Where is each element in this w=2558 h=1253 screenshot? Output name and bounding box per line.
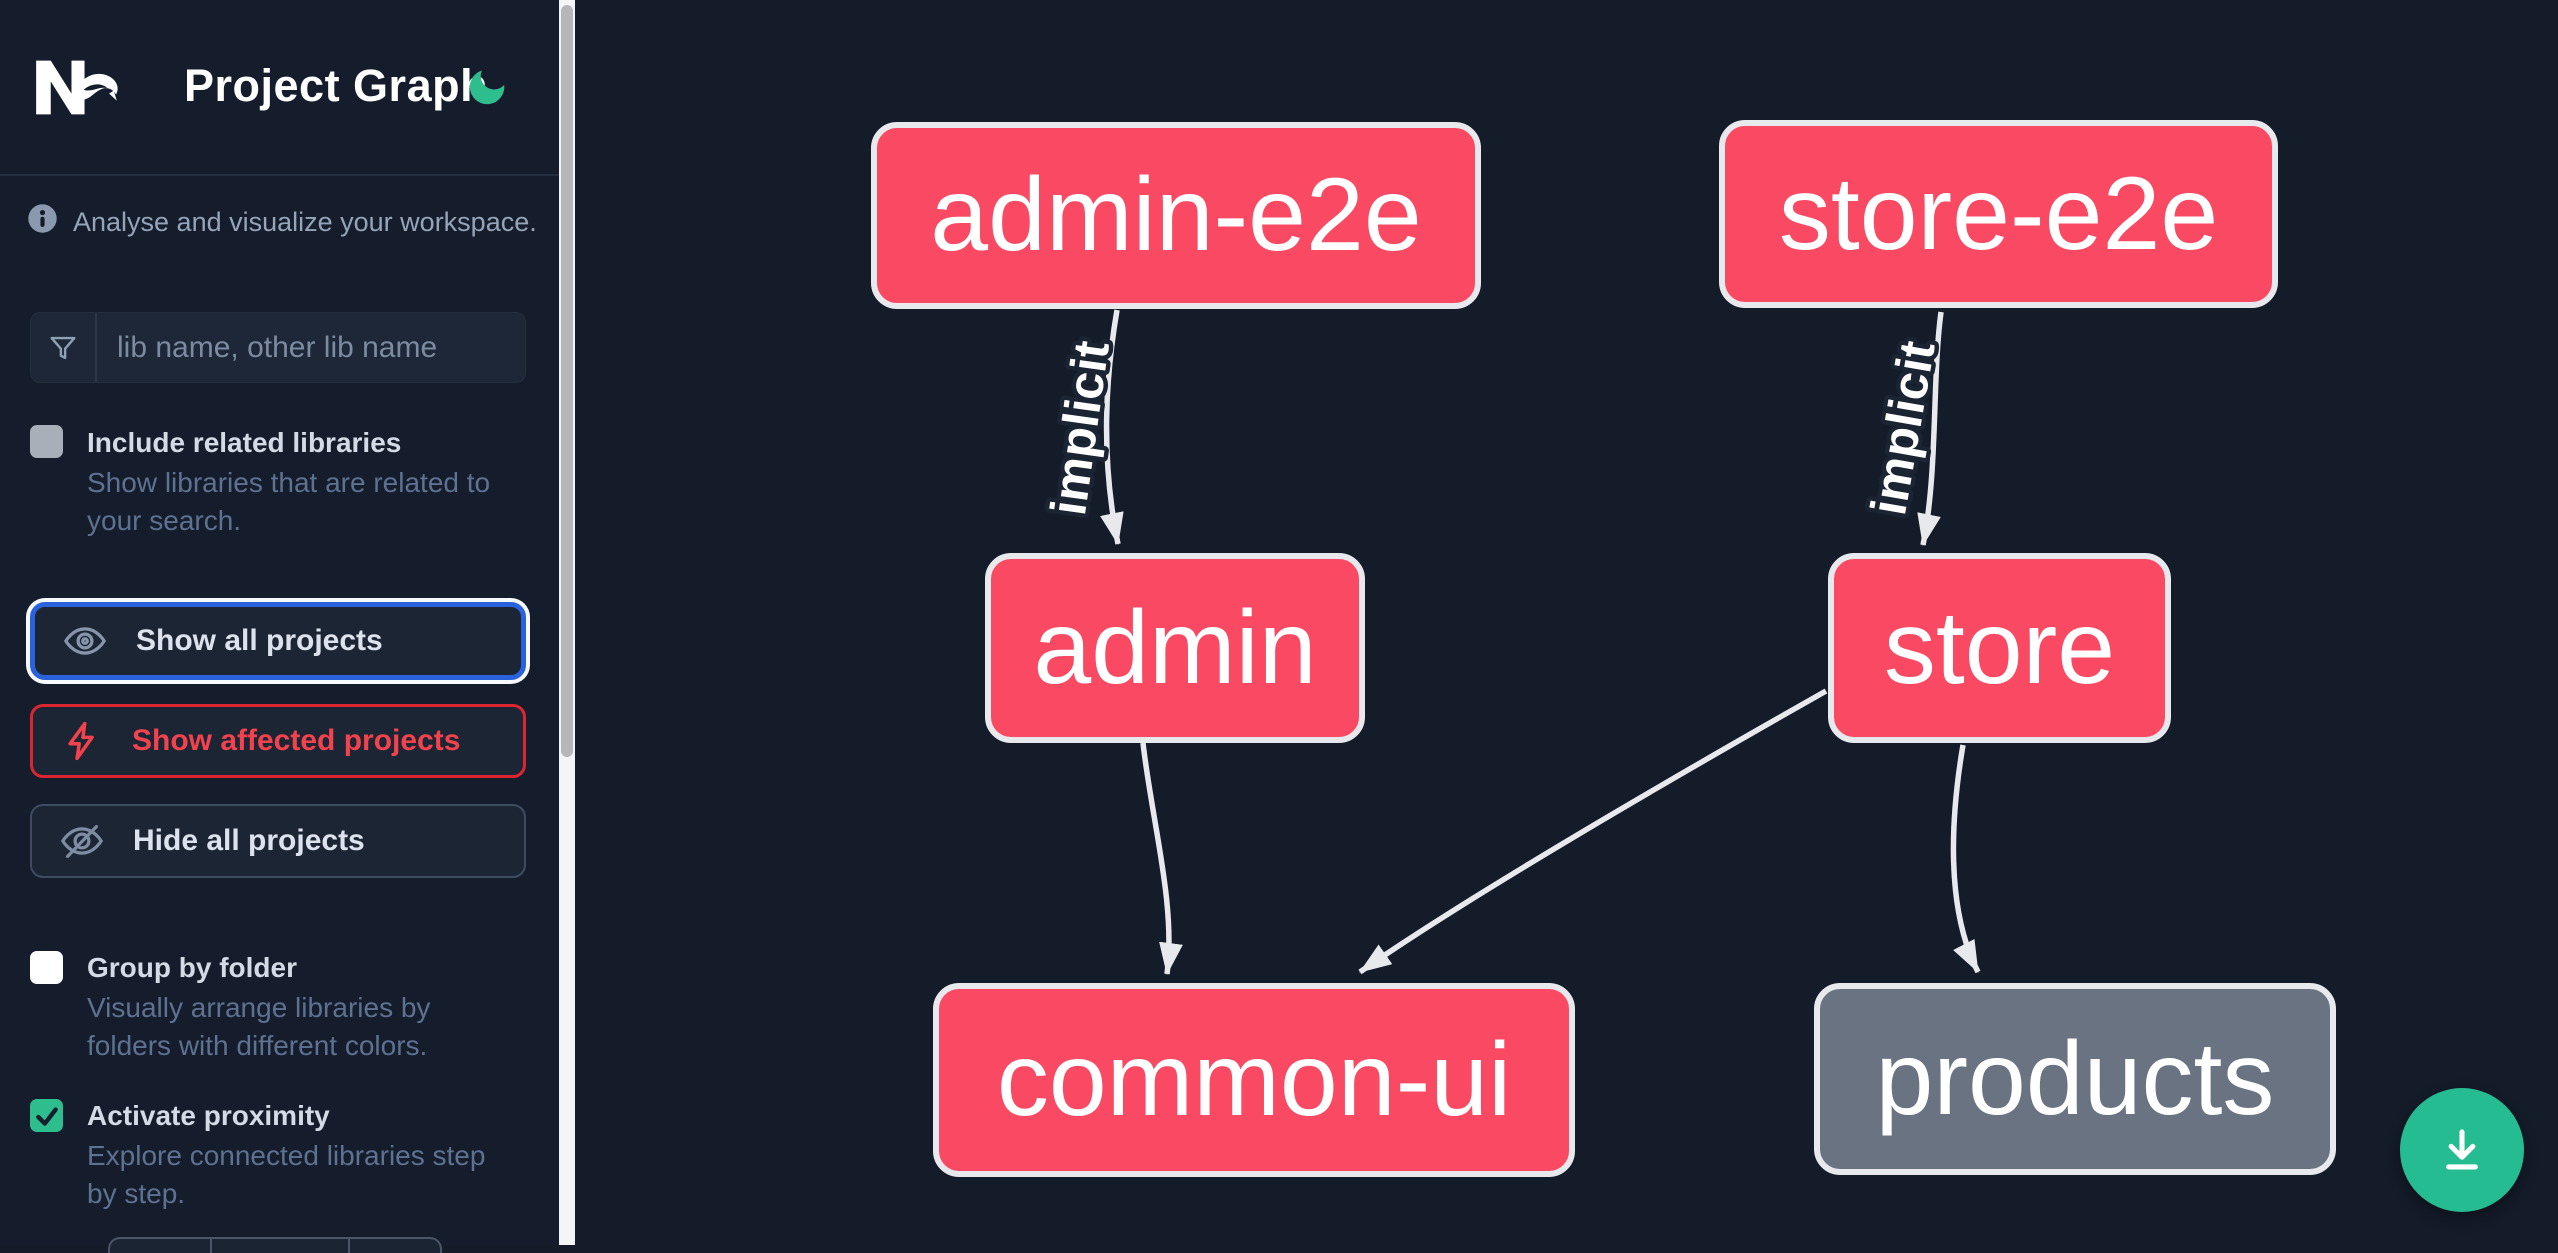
eye-off-icon (60, 824, 104, 858)
download-image-button[interactable] (2400, 1088, 2524, 1212)
search-input[interactable] (97, 313, 525, 382)
node-label: store (1883, 589, 2116, 706)
button-label: Show affected projects (132, 724, 461, 757)
desc-line: Explore connected libraries step (87, 1140, 486, 1171)
edge-admin-common-ui[interactable] (1140, 742, 1183, 975)
tagline: Analyse and visualize your workspace. (73, 207, 537, 237)
node-label: admin (1033, 589, 1317, 706)
sidebar-scrollbar-thumb[interactable] (561, 5, 573, 757)
toggle-label: Group by folder (87, 952, 297, 983)
info-icon (28, 204, 57, 233)
desc-line: Show libraries that are related to (87, 467, 491, 498)
desc-line: your search. (87, 505, 242, 536)
sidebar-scrollbar-track[interactable] (559, 0, 575, 1245)
edge-store-common-ui[interactable] (1358, 688, 1828, 975)
desc-line: by step. (87, 1178, 186, 1209)
node-label: store-e2e (1778, 155, 2219, 272)
header-divider (0, 174, 559, 176)
bolt-icon (68, 721, 94, 761)
show-affected-projects-button[interactable]: Show affected projects (30, 704, 526, 778)
page-title: Project Graph (184, 60, 489, 111)
toggle-label: Activate proximity (87, 1100, 330, 1131)
toggle-description: Show libraries that are related to your … (87, 464, 557, 540)
graph-node-common-ui[interactable]: common-ui (933, 983, 1575, 1177)
graph-node-store-e2e[interactable]: store-e2e (1719, 120, 2278, 308)
edge-store-e2e-store[interactable] (1917, 311, 1944, 546)
edge-admin-e2e-admin[interactable] (1100, 309, 1124, 545)
checkbox-activate-proximity[interactable] (30, 1099, 63, 1132)
edge-store-products[interactable] (1950, 744, 1981, 974)
nx-logo-icon (36, 60, 118, 115)
desc-line: folders with different colors. (87, 1030, 428, 1061)
toggle-label: Include related libraries (87, 427, 402, 458)
theme-toggle-moon-icon[interactable] (464, 64, 510, 110)
checkbox-include-related[interactable] (30, 425, 63, 458)
toggle-description: Explore connected libraries step by step… (87, 1137, 557, 1213)
node-label: common-ui (996, 1021, 1512, 1138)
show-all-projects-button[interactable]: Show all projects (30, 602, 526, 680)
filter-icon (31, 313, 97, 382)
checkbox-group-by-folder[interactable] (30, 951, 63, 984)
desc-line: Visually arrange libraries by (87, 992, 431, 1023)
sidebar: Project Graph Analyse and visualize your… (0, 0, 559, 1253)
button-label: Show all projects (136, 624, 383, 657)
graph-node-admin-e2e[interactable]: admin-e2e (871, 122, 1481, 309)
search-box (30, 312, 526, 383)
graph-node-admin[interactable]: admin (985, 553, 1365, 743)
graph-node-store[interactable]: store (1828, 553, 2171, 743)
eye-icon (63, 627, 107, 655)
graph-node-products[interactable]: products (1814, 983, 2336, 1175)
download-icon (2446, 1129, 2478, 1170)
check-icon (35, 1106, 58, 1126)
toggle-description: Visually arrange libraries by folders wi… (87, 989, 557, 1065)
node-label: admin-e2e (930, 157, 1422, 273)
node-label: products (1875, 1020, 2275, 1137)
button-label: Hide all projects (133, 824, 365, 857)
hide-all-projects-button[interactable]: Hide all projects (30, 804, 526, 878)
